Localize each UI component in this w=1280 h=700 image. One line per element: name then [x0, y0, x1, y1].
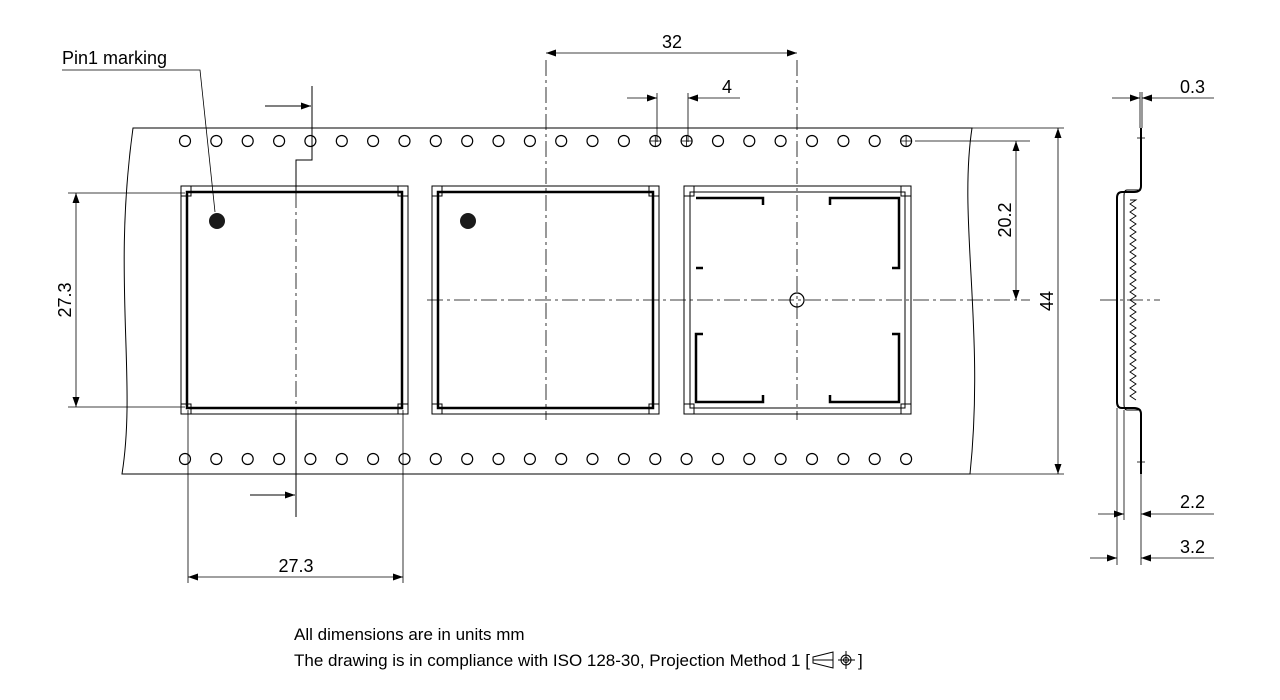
- dimension-2-2: [1098, 410, 1214, 565]
- sprocket-hole: [273, 452, 286, 466]
- dimension-depth-outer-label: 3.2: [1180, 537, 1205, 557]
- dimension-tape-width-label: 44: [1037, 291, 1057, 311]
- sprocket-hole: [241, 134, 254, 148]
- dimension-depth-inner-label: 2.2: [1180, 492, 1205, 512]
- dimension-hole-offset-label: 20.2: [995, 202, 1015, 237]
- sprocket-hole: [398, 452, 411, 466]
- sprocket-hole: [492, 452, 505, 466]
- sprocket-hole: [555, 452, 568, 466]
- iso-note-text: The drawing is in compliance with ISO 12…: [294, 651, 810, 670]
- dimension-hole-pitch-label: 4: [722, 77, 732, 97]
- dimension-20-2: [915, 140, 1030, 300]
- pocket-1: [180, 185, 409, 415]
- sprocket-hole: [367, 134, 380, 148]
- first-angle-projection-icon: [811, 650, 857, 675]
- iso-note: The drawing is in compliance with ISO 12…: [294, 650, 863, 675]
- sprocket-hole: [461, 134, 474, 148]
- sprocket-hole: [617, 452, 631, 466]
- sprocket-hole: [837, 452, 850, 466]
- sprocket-hole: [774, 452, 787, 466]
- sprocket-hole: [805, 134, 819, 148]
- pin1-leader: [62, 69, 216, 213]
- pin1-dot: [460, 213, 476, 229]
- sprocket-hole: [241, 452, 254, 466]
- sprocket-hole: [273, 134, 286, 148]
- sprocket-hole: [429, 452, 442, 466]
- sprocket-hole: [178, 452, 192, 466]
- sprocket-hole: [586, 452, 599, 466]
- carrier-tape: [121, 127, 1064, 475]
- dimension-3-2: [1090, 408, 1214, 565]
- iso-note-close: ]: [857, 651, 863, 670]
- section-line: [250, 86, 313, 517]
- dimension-pitch-label: 32: [662, 32, 682, 52]
- sprocket-hole: [398, 134, 411, 148]
- pin1-dot: [209, 213, 225, 229]
- sprocket-hole: [304, 134, 317, 148]
- sprocket-hole: [523, 452, 537, 466]
- ic-leads-profile: [1129, 199, 1138, 401]
- center-lines: [295, 60, 1160, 420]
- sprocket-hole: [617, 134, 631, 148]
- sprocket-hole: [461, 452, 474, 466]
- sprocket-hole: [805, 452, 819, 466]
- hole-crosshair: [900, 135, 912, 147]
- dimension-thickness-label: 0.3: [1180, 77, 1205, 97]
- sprocket-hole: [711, 452, 725, 466]
- sprocket-hole: [868, 452, 881, 466]
- sprocket-hole: [680, 452, 693, 466]
- sprocket-hole: [711, 134, 725, 148]
- sprocket-hole: [743, 452, 756, 466]
- side-view-tape: [1116, 128, 1145, 474]
- sprocket-hole: [304, 452, 317, 466]
- dimension-4: [627, 93, 740, 142]
- hole-crosshair: [681, 135, 693, 147]
- sprocket-hole: [210, 134, 223, 148]
- dimension-27-3-vertical: [68, 192, 185, 408]
- sprocket-hole: [743, 134, 756, 148]
- dimension-27-3-horizontal: [187, 410, 404, 583]
- sprocket-hole: [367, 452, 380, 466]
- sprocket-holes-bottom: [178, 452, 913, 466]
- sprocket-hole: [178, 134, 192, 148]
- sprocket-hole: [837, 134, 850, 148]
- pocket-3-empty: [683, 185, 912, 415]
- dimension-pocket-width-label: 27.3: [278, 556, 313, 576]
- sprocket-hole: [586, 134, 599, 148]
- sprocket-hole: [210, 452, 223, 466]
- sprocket-hole: [429, 134, 442, 148]
- sprocket-hole: [774, 134, 787, 148]
- sprocket-holes-top: [178, 134, 913, 148]
- units-note: All dimensions are in units mm: [294, 625, 525, 644]
- sprocket-hole: [335, 452, 348, 466]
- sprocket-hole: [899, 452, 913, 466]
- sprocket-hole: [649, 452, 662, 466]
- hole-crosshair: [649, 135, 661, 147]
- sprocket-hole: [523, 134, 537, 148]
- dimension-0-3: [1112, 92, 1214, 128]
- sprocket-hole: [555, 134, 568, 148]
- sprocket-hole: [868, 134, 881, 148]
- dimension-pocket-height-label: 27.3: [55, 282, 75, 317]
- sprocket-hole: [492, 134, 505, 148]
- pin1-label: Pin1 marking: [62, 48, 167, 68]
- sprocket-hole: [335, 134, 348, 148]
